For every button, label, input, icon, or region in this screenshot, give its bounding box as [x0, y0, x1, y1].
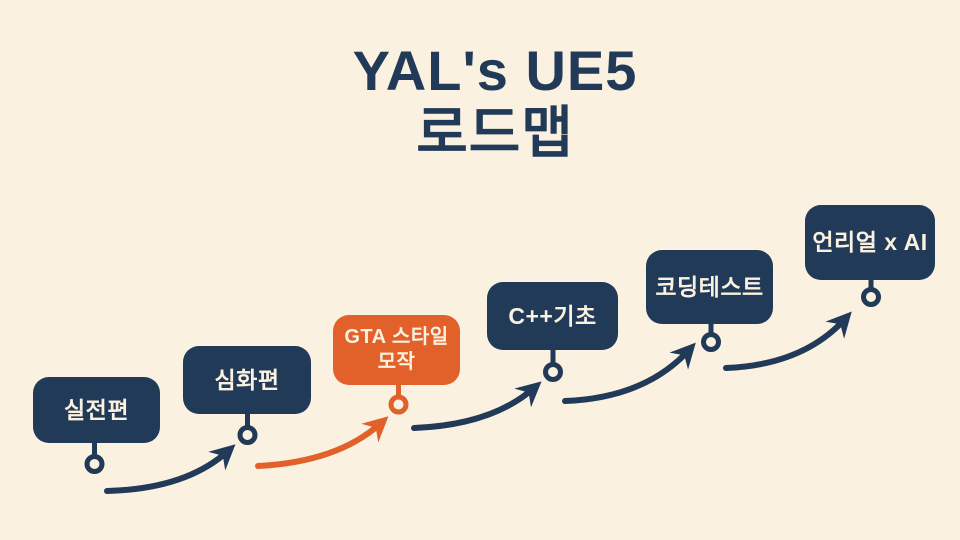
title-line-2: 로드맵 [416, 101, 574, 164]
arrow-step2-step3 [255, 416, 389, 469]
arrow-step3-step4 [411, 381, 542, 431]
step-label: GTA 스타일 [344, 326, 449, 348]
page-title: YAL's UE5 로드맵 [15, 40, 960, 164]
arrow-step5-step6 [723, 311, 852, 371]
pin-ring-3 [388, 394, 409, 415]
step-label: 코딩테스트 [655, 273, 764, 300]
arrow-step4-step5 [562, 342, 696, 404]
step-label-line2: 모작 [377, 351, 416, 373]
step-label: C++기초 [508, 302, 597, 329]
pin-ring-1 [84, 454, 105, 474]
roadmap-step-5: 코딩테스트 [646, 250, 773, 324]
pin-ring-2 [237, 425, 258, 445]
roadmap-step-4: C++기초 [487, 282, 618, 350]
pin-ring-5 [701, 332, 721, 352]
arrow-step1-step2 [104, 444, 236, 494]
roadmap-step-1: 실전편 [33, 377, 160, 443]
step-label: 심화편 [214, 366, 280, 393]
pin-ring-6 [861, 287, 881, 307]
title-line-1: YAL's UE5 [352, 39, 638, 102]
step-label: 실전편 [64, 396, 129, 423]
step-label: 언리얼 x AI [812, 229, 928, 255]
roadmap-step-2: 심화편 [183, 346, 311, 414]
roadmap-step-6: 언리얼 x AI [805, 205, 935, 280]
pin-ring-4 [543, 362, 563, 382]
roadmap-step-3: GTA 스타일 모작 [333, 315, 460, 385]
